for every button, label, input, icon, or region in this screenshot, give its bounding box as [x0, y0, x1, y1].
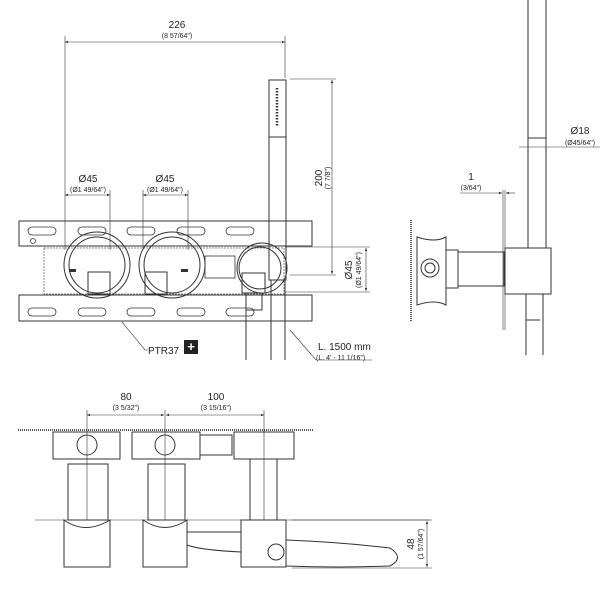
handle-left-dia-value: Ø45 — [79, 174, 98, 185]
shower-outlet — [236, 242, 288, 360]
side-view: Ø18 (Ø45/64") 1 (3/64") — [410, 0, 600, 355]
mixer-handle-middle — [138, 231, 206, 299]
depth-dim-value: 48 — [406, 538, 417, 550]
depth-dim-imperial: (1 57/64") — [418, 529, 425, 560]
spacing-2-imperial: (3 15/16") — [201, 405, 232, 412]
outlet-dia-imperial: (Ø1 49/64") — [356, 252, 363, 288]
plus-icon-glyph: + — [187, 339, 195, 354]
mounting-plate-top — [18, 220, 313, 247]
mixer-handle-left — [63, 231, 131, 299]
plate-leader-line — [121, 321, 148, 351]
top-view: 80 (3 5/32") 100 (3 15/16") 48 (1 57/64"… — [18, 392, 432, 569]
outlet-dia-value: Ø45 — [344, 260, 355, 279]
plate-code-label: PTR37 — [148, 346, 180, 357]
shower-pipe — [527, 0, 547, 248]
hose-length-imperial: (L. 4' - 11 1/16") — [316, 355, 365, 362]
handle-left-dia-imperial: (Ø1 49/64") — [70, 187, 106, 194]
gap-dim-value: 1 — [468, 172, 474, 183]
valve-bodies — [52, 431, 295, 521]
hose-length-value: L. 1500 mm — [318, 342, 371, 353]
gap-dim-imperial: (3/64") — [461, 185, 482, 192]
front-view: 226 (8 57/64") Ø45 (Ø1 49/64") — [18, 20, 372, 362]
width-dim-imperial: (8 57/64") — [162, 33, 193, 40]
hose-leader-line — [289, 329, 372, 361]
handle-mid-dia-value: Ø45 — [156, 174, 175, 185]
shower-dia-imperial: (Ø45/64") — [565, 140, 595, 147]
mounting-slots — [27, 226, 255, 317]
spacing-1-value: 80 — [120, 392, 132, 403]
height-dim-imperial: (7 7/8") — [325, 167, 332, 190]
handles-and-hand-shower — [63, 519, 398, 568]
height-dim-value: 200 — [314, 169, 325, 186]
handle-mid-dia-imperial: (Ø1 49/64") — [147, 187, 183, 194]
plus-icon — [184, 340, 198, 354]
spacing-1-imperial: (3 5/32") — [113, 405, 140, 412]
outlet-block — [504, 247, 552, 295]
spacing-2-value: 100 — [208, 392, 225, 403]
hand-shower — [268, 79, 287, 360]
width-dim-value: 226 — [169, 20, 186, 31]
shower-dia-value: Ø18 — [571, 126, 590, 137]
mounting-plate-bottom — [18, 294, 313, 322]
